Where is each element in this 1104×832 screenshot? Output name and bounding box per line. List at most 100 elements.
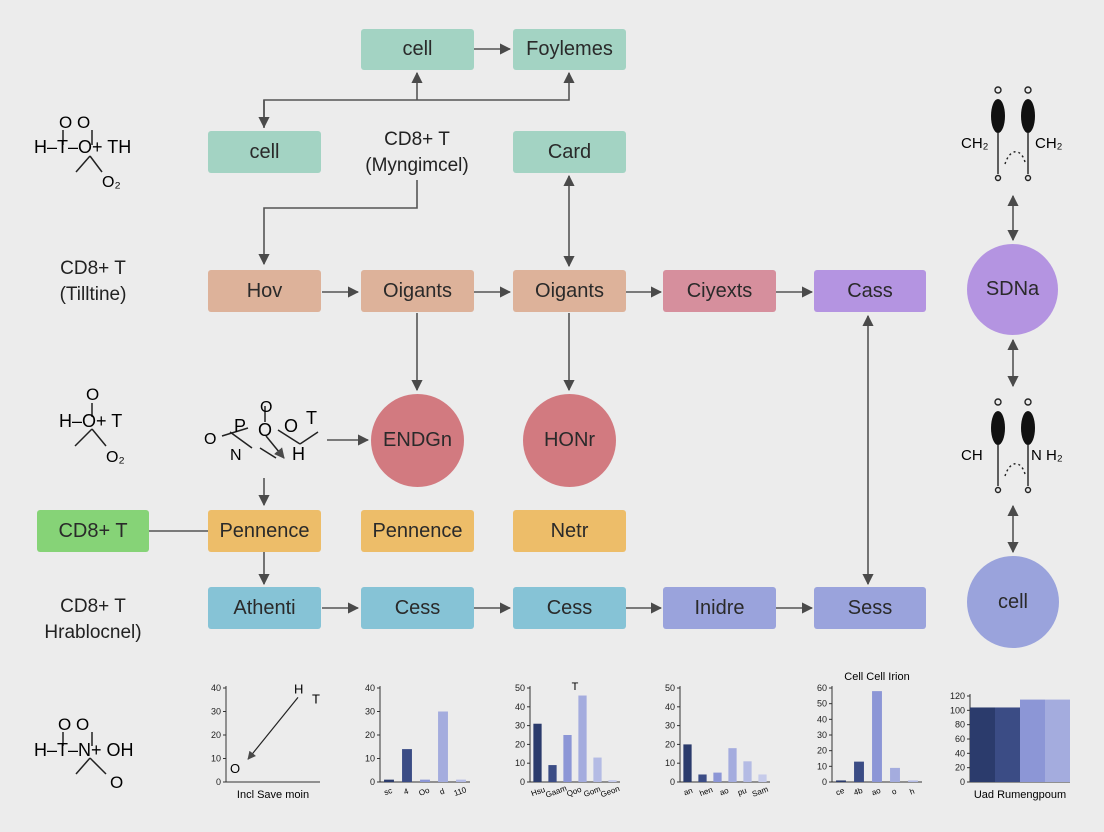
chem-3-t: T xyxy=(306,408,317,428)
chem-3-o-right: O xyxy=(284,416,298,436)
chart-y-tick-label: 40 xyxy=(665,702,675,712)
chart-bar xyxy=(872,691,882,782)
chem-3-h: H xyxy=(292,444,305,464)
chart-bar xyxy=(683,744,692,782)
node-sess[interactable]: Sess xyxy=(814,587,926,629)
chem-2-top: O xyxy=(86,385,99,404)
node-card[interactable]: Card xyxy=(513,131,626,173)
chart-bar xyxy=(438,711,448,782)
chart-y-tick-label: 120 xyxy=(950,691,965,701)
chart-bar xyxy=(384,779,394,782)
chart-y-tick-label: 60 xyxy=(817,683,827,693)
node-cell-left[interactable]: cell xyxy=(208,131,321,173)
chart-title: Cell Cell Irion xyxy=(844,671,909,683)
chem-3-o-top: O xyxy=(260,399,272,416)
chart-x-tick-label: Gaam xyxy=(544,784,568,800)
chart-y-tick-label: 0 xyxy=(960,777,965,787)
node-netr[interactable]: Netr xyxy=(513,510,626,552)
chart-bar xyxy=(758,774,767,782)
chart-x-tick-label: ce xyxy=(835,786,847,798)
node-athenti[interactable]: Athenti xyxy=(208,587,321,629)
chart-y-tick-label: 10 xyxy=(665,758,675,768)
chart-bar xyxy=(1045,699,1070,782)
chart-x-tick-label: Oo xyxy=(418,785,432,797)
chart-bar xyxy=(533,723,542,782)
node-cass[interactable]: Cass xyxy=(814,270,926,312)
chart-bar xyxy=(743,761,752,782)
chem-4-top: O O xyxy=(58,715,89,734)
chart-x-tick-label: ao xyxy=(870,786,882,798)
chart-bar xyxy=(402,749,412,782)
node-cess-1[interactable]: Cess xyxy=(361,587,474,629)
chart-y-tick-label: 10 xyxy=(817,761,827,771)
chart-bar xyxy=(836,780,846,782)
ring-structure-1: CH₂ CH₂ xyxy=(961,86,1063,182)
chart-y-tick-label: 20 xyxy=(365,730,375,740)
chart-y-tick-label: 0 xyxy=(216,777,221,787)
node-endgn[interactable]: ENDGn xyxy=(371,394,464,487)
chart-y-tick-label: 0 xyxy=(822,777,827,787)
node-cd8-green[interactable]: CD8+ T xyxy=(37,510,149,552)
chart-y-tick-label: 0 xyxy=(670,777,675,787)
node-inidre[interactable]: Inidre xyxy=(663,587,776,629)
chem-4-sub: O xyxy=(110,773,123,792)
node-pennence-1[interactable]: Pennence xyxy=(208,510,321,552)
chart-x-tick-label: h xyxy=(909,787,916,797)
chart-x-tick-label: an xyxy=(682,786,693,798)
chart-x-tick-label: ao xyxy=(718,786,730,798)
chart-bar xyxy=(593,757,602,782)
chart-x-tick-label: Sam xyxy=(751,784,770,798)
chart-x-tick-label: sc xyxy=(383,786,394,797)
chart-annotation: H xyxy=(294,681,303,696)
node-sdna[interactable]: SDNa xyxy=(967,244,1058,335)
chart-x-tick-label: 110 xyxy=(453,785,469,798)
node-ciyexts[interactable]: Ciyexts xyxy=(663,270,776,312)
chem-structure-3: O P O O T O N H xyxy=(204,399,319,464)
chart-y-tick-label: 0 xyxy=(370,777,375,787)
node-foylemes[interactable]: Foylemes xyxy=(513,29,626,70)
side-label-row2-line2: (Tilltine) xyxy=(59,284,127,305)
chart-bar xyxy=(578,695,587,782)
chart-bar xyxy=(890,767,900,782)
node-pennence-2[interactable]: Pennence xyxy=(361,510,474,552)
chart-line-series xyxy=(247,697,299,760)
ring-2-right: N H₂ xyxy=(1031,447,1063,464)
arrow-myngimcel-hov xyxy=(258,180,418,266)
node-oigants-1[interactable]: Oigants xyxy=(361,270,474,312)
node-hov[interactable]: Hov xyxy=(208,270,321,312)
node-cell-top[interactable]: cell xyxy=(361,29,474,70)
chart-annotation: O xyxy=(230,761,240,776)
side-label-row2-line1: CD8+ T xyxy=(60,258,126,279)
chart-bar xyxy=(456,779,466,782)
chart-y-tick-label: 100 xyxy=(950,705,965,715)
chart-y-tick-label: 20 xyxy=(665,739,675,749)
chem-3-p: P xyxy=(234,416,246,436)
chart-x-tick-label: 4 xyxy=(403,786,411,796)
chart-x-tick-label: o xyxy=(891,786,899,796)
chart-x-label: Incl Save moin xyxy=(237,789,309,801)
chart-x-label: Uad Rumengpoum xyxy=(974,789,1066,801)
chart-x-tick-label: 4b xyxy=(852,786,864,798)
chem-structure-2: O H–O+ T O₂ xyxy=(59,385,125,466)
node-cess-2[interactable]: Cess xyxy=(513,587,626,629)
chart-bar xyxy=(1020,699,1045,782)
chart-y-tick-label: 10 xyxy=(365,754,375,764)
node-honr[interactable]: HONr xyxy=(523,394,616,487)
chart-y-tick-label: 30 xyxy=(817,730,827,740)
chart-bar xyxy=(563,735,572,782)
chem-2-main: H–O+ T xyxy=(59,411,122,431)
chart-y-tick-label: 10 xyxy=(515,758,525,768)
chem-4-main: H–T–N+ OH xyxy=(34,740,134,760)
chem-1-main: H–T–O+ TH xyxy=(34,137,131,157)
chart-y-tick-label: 40 xyxy=(817,714,827,724)
chart-y-tick-label: 30 xyxy=(365,707,375,717)
node-oigants-2[interactable]: Oigants xyxy=(513,270,626,312)
ring-structure-2: CH N H₂ xyxy=(961,398,1063,494)
node-cell-circle[interactable]: cell xyxy=(967,556,1059,648)
